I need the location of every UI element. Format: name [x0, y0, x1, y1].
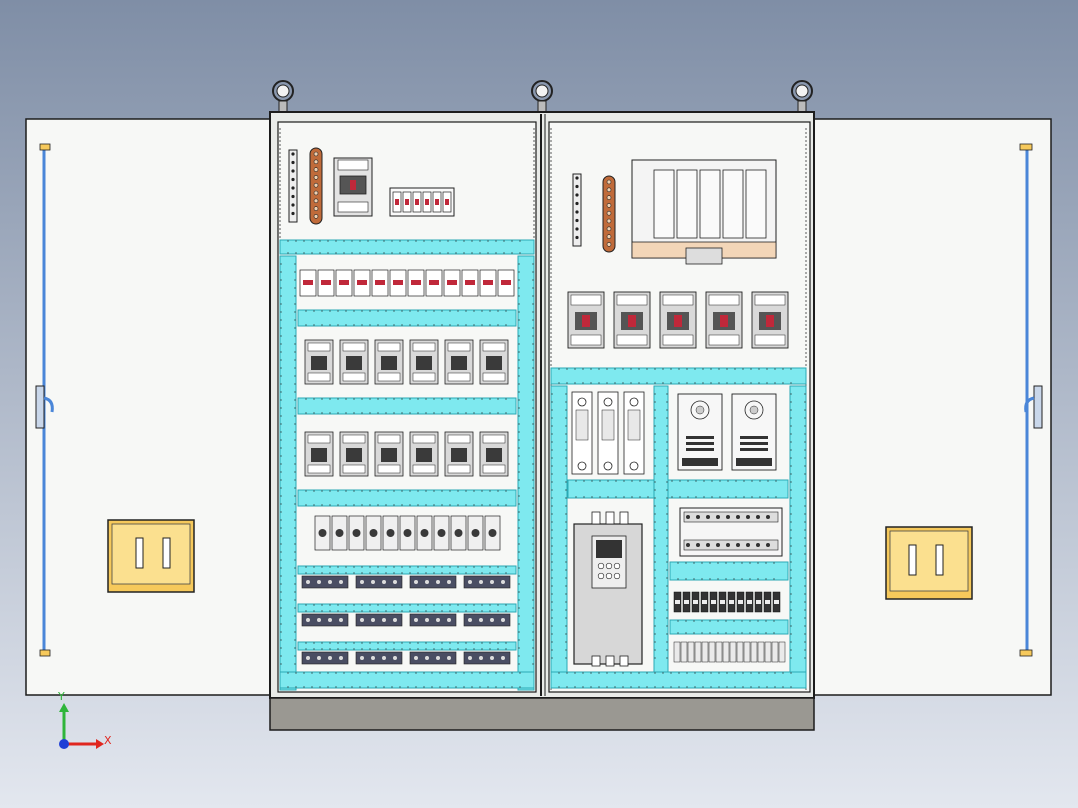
- terminal-block: [409, 575, 457, 589]
- right-cable-ducts: [550, 367, 807, 689]
- left-door: [25, 118, 273, 696]
- terminal-block: [355, 575, 403, 589]
- terminal-block: [743, 641, 751, 663]
- cable-duct: [550, 367, 807, 385]
- terminal-block: [736, 641, 744, 663]
- contactor-row: [314, 515, 501, 551]
- terminal-block-row: [673, 641, 786, 663]
- main-isolator-switch: [631, 159, 777, 265]
- power-supplies: [677, 393, 777, 471]
- cable-duct: [297, 489, 517, 507]
- terminal-block: [722, 641, 730, 663]
- door-handle-right: [885, 526, 973, 600]
- cable-duct: [297, 309, 517, 327]
- terminal-block: [673, 641, 681, 663]
- cable-duct: [517, 255, 535, 691]
- cable-duct: [297, 641, 517, 651]
- relay-row: [673, 591, 781, 613]
- right-mounting-plate: [548, 121, 811, 693]
- terminal-block: [757, 641, 765, 663]
- fuse-holders: [571, 391, 645, 475]
- door-lock-icon: [35, 385, 54, 429]
- door-handle-left: [107, 519, 195, 593]
- terminal-rows: [297, 565, 517, 665]
- door-lock-icon: [1024, 385, 1043, 429]
- terminal-block: [715, 641, 723, 663]
- terminal-block: [729, 641, 737, 663]
- terminal-block: [771, 641, 779, 663]
- vfd-drive: [573, 511, 643, 667]
- cable-duct: [789, 385, 807, 673]
- cabinet-plinth: [269, 697, 815, 731]
- axis-triad-icon: X Y: [57, 690, 112, 749]
- terminal-block: [694, 641, 702, 663]
- axis-y-label: Y: [57, 690, 65, 703]
- terminal-block: [750, 641, 758, 663]
- terminal-block: [301, 613, 349, 627]
- cable-duct: [279, 255, 297, 691]
- terminal-block: [301, 651, 349, 665]
- cable-duct: [297, 603, 517, 613]
- terminal-block: [463, 575, 511, 589]
- terminal-block: [764, 641, 772, 663]
- cable-duct: [297, 397, 517, 415]
- left-mounting-plate: [277, 121, 537, 693]
- neutral-terminal-bar: [572, 173, 582, 247]
- terminal-block: [778, 641, 786, 663]
- cable-duct: [550, 671, 807, 689]
- plc-controller: [679, 507, 783, 557]
- copper-ground-bar: [309, 147, 323, 225]
- lifting-eyes: [272, 80, 813, 113]
- breaker-row-2: [304, 431, 509, 477]
- mccb-row: [567, 291, 789, 349]
- lifting-eye-icon: [531, 80, 553, 113]
- terminal-block: [463, 613, 511, 627]
- terminal-block: [463, 651, 511, 665]
- neutral-terminal-bar: [288, 149, 298, 223]
- mcb-row-top: [299, 269, 515, 297]
- main-breaker: [333, 157, 373, 217]
- cable-duct: [297, 565, 517, 575]
- terminal-block: [355, 651, 403, 665]
- lifting-eye-icon: [791, 80, 813, 113]
- terminal-block: [301, 575, 349, 589]
- cable-duct: [550, 385, 568, 673]
- terminal-block: [409, 651, 457, 665]
- cable-duct: [669, 561, 789, 581]
- terminal-block: [355, 613, 403, 627]
- terminal-block: [701, 641, 709, 663]
- fuse-block-row: [389, 187, 455, 217]
- terminal-block: [708, 641, 716, 663]
- axis-x-label: X: [104, 734, 112, 747]
- cable-duct: [567, 479, 789, 499]
- breaker-row-1: [304, 339, 509, 385]
- cable-duct: [653, 385, 669, 673]
- cable-duct: [279, 239, 535, 255]
- lifting-eye-icon: [272, 80, 294, 113]
- right-door: [809, 118, 1052, 696]
- left-cable-ducts: [279, 239, 535, 691]
- terminal-block: [680, 641, 688, 663]
- terminal-block: [409, 613, 457, 627]
- terminal-block: [687, 641, 695, 663]
- cable-duct: [669, 619, 789, 635]
- cable-duct: [279, 671, 535, 689]
- copper-ground-bar: [602, 175, 616, 253]
